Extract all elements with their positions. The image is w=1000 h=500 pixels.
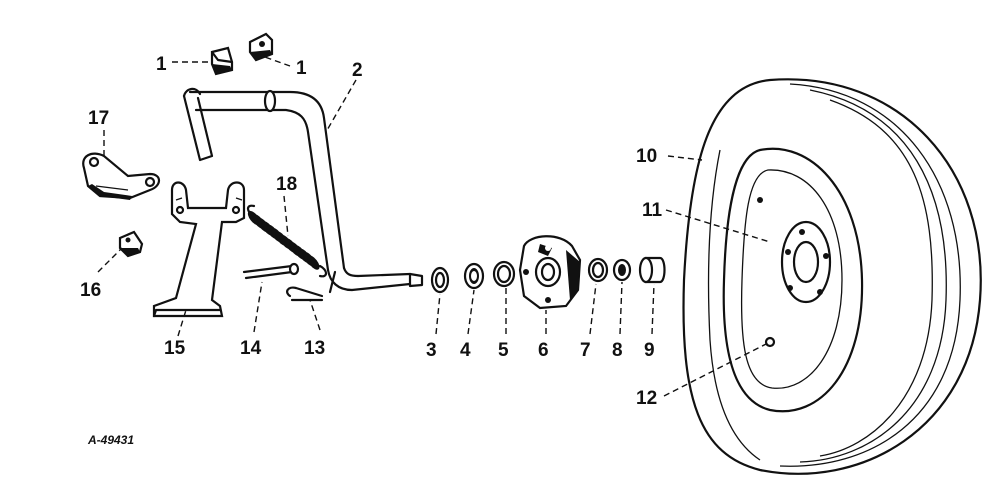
spring-hook xyxy=(246,204,256,218)
callout-3: 3 xyxy=(426,340,437,361)
part-11-wheel-disc xyxy=(722,147,864,413)
callout-14: 14 xyxy=(240,338,262,359)
spring-hook xyxy=(318,264,328,278)
part-13-cotter-pin xyxy=(286,286,324,302)
part-2-crank-axle xyxy=(182,87,424,294)
callout-15: 15 xyxy=(164,338,186,359)
callout-17: 17 xyxy=(88,108,109,129)
part-7-bearing-cone xyxy=(587,257,609,283)
callout-1a: 1 xyxy=(156,54,167,75)
callout-13: 13 xyxy=(304,338,325,359)
callout-11: 11 xyxy=(642,200,663,221)
drawing-code: A-49431 xyxy=(87,433,134,447)
callout-4: 4 xyxy=(460,340,471,361)
callout-6: 6 xyxy=(538,340,549,361)
spring-coil xyxy=(307,255,320,270)
callout-labels: 1 1 2 3 4 5 6 7 8 9 10 11 12 13 14 15 16… xyxy=(80,54,663,447)
part-17-bracket-plate xyxy=(82,152,161,200)
part-5-bearing-cone xyxy=(492,260,516,288)
callout-10: 10 xyxy=(636,146,657,167)
part-8-nut xyxy=(612,258,632,282)
part-14-pin xyxy=(242,262,300,280)
part-4-seal xyxy=(463,262,485,290)
callout-16: 16 xyxy=(80,280,101,301)
leader-lines xyxy=(97,55,771,397)
callout-12: 12 xyxy=(636,388,657,409)
part-15-yoke xyxy=(152,181,246,318)
part-16-clip xyxy=(118,230,144,258)
part-1-block-left xyxy=(210,46,234,76)
part-9-dust-cap xyxy=(638,256,666,284)
callout-9: 9 xyxy=(644,340,655,361)
callout-5: 5 xyxy=(498,340,509,361)
callout-2: 2 xyxy=(352,60,363,81)
callout-1b: 1 xyxy=(296,58,307,79)
part-1-block-right xyxy=(248,32,274,62)
part-6-hub xyxy=(518,235,582,310)
callout-7: 7 xyxy=(580,340,591,361)
part-3-washer xyxy=(430,266,450,294)
callout-18: 18 xyxy=(276,174,297,195)
callout-8: 8 xyxy=(612,340,623,361)
part-18-spring xyxy=(246,204,328,278)
